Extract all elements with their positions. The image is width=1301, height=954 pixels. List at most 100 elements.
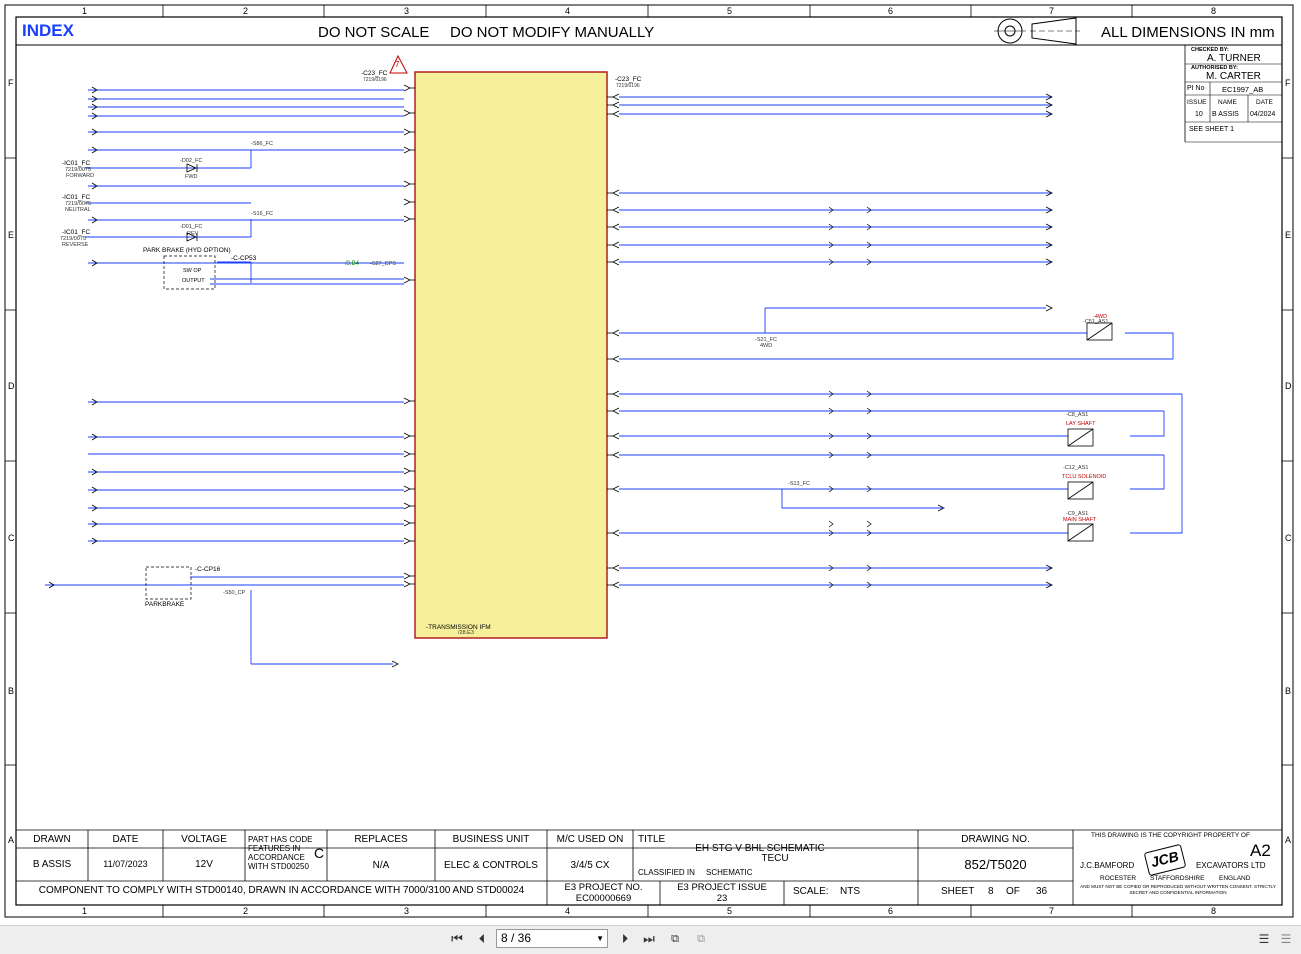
- authorised-by-label: AUTHORISED BY:: [1191, 65, 1238, 71]
- scale-note: DO NOT SCALE: [318, 24, 430, 41]
- zone-row-right-E: E: [1285, 230, 1292, 240]
- scale-label: SCALE:: [793, 886, 829, 897]
- last-page-icon[interactable]: ⏭: [643, 931, 655, 946]
- replaces-value: N/A: [372, 860, 390, 871]
- zone-col-top-5: 5: [727, 6, 733, 16]
- c51-as1-label: -C51_AS1: [1083, 319, 1109, 325]
- zone-col-top-1: 1: [82, 6, 88, 16]
- ic01-label-3: -IC01_FC: [62, 229, 91, 236]
- zone-row-right-B: B: [1285, 686, 1292, 696]
- zone-row-left-D: D: [8, 381, 15, 391]
- name-value: B ASSIS: [1212, 111, 1239, 118]
- c9-as1-label: -C9_AS1: [1066, 511, 1089, 517]
- issue-value: 10: [1195, 111, 1203, 118]
- date-value-tb: 11/07/2023: [103, 859, 148, 869]
- zone-row-right-D: D: [1285, 381, 1292, 391]
- d02-label: -D02_FC: [180, 158, 203, 164]
- index-link[interactable]: INDEX: [22, 21, 74, 40]
- tclu-label: TCLU SOLENOID: [1062, 474, 1107, 480]
- zone-row-left-A: A: [8, 835, 15, 845]
- pi-no: EC1997_AB: [1222, 85, 1264, 94]
- modify-note: DO NOT MODIFY MANUALLY: [450, 24, 655, 41]
- ecu-connector-left: -C23_FC: [361, 70, 388, 77]
- s21-label: -S21_FC: [755, 337, 778, 343]
- copyright-note: THIS DRAWING IS THE COPYRIGHT PROPERTY O…: [1091, 832, 1250, 839]
- title-line2: TECU: [761, 853, 789, 864]
- ic01-label-2: -IC01_FC: [62, 194, 91, 201]
- authorised-by: M. CARTER: [1206, 71, 1261, 82]
- ecu-name: -TRANSMISSION IFM: [426, 624, 491, 631]
- zone-col-top-7: 7: [1049, 6, 1055, 16]
- fit-page-icon[interactable]: ⧉: [671, 933, 679, 945]
- continuous-view-icon[interactable]: ☰: [1280, 932, 1292, 946]
- c-cp53-label: -C-CP53: [231, 255, 257, 262]
- two-page-icon[interactable]: ⧉: [697, 933, 705, 945]
- park-brake-hyd-label: PARK BRAKE (HYD OPTION): [143, 247, 231, 254]
- zone-col-bottom-1: 1: [82, 906, 88, 916]
- fwd-label: FWD: [185, 174, 198, 180]
- schematic-drawing: [4, 4, 1294, 918]
- of-label: OF: [1006, 886, 1020, 897]
- zone-col-bottom-6: 6: [888, 906, 894, 916]
- s27-label: -S27_CPS: [370, 261, 396, 267]
- zone-row-left-B: B: [8, 686, 15, 696]
- scale-value: NTS: [840, 886, 860, 897]
- address-2: STAFFORDSHIRE: [1150, 875, 1205, 882]
- see-sheet: SEE SHEET 1: [1189, 126, 1235, 133]
- warning-number: 7: [395, 60, 400, 69]
- fourwd-label: 4WD: [760, 343, 773, 349]
- zone-row-left-E: E: [8, 230, 15, 240]
- classified-label: CLASSIFIED IN: [638, 868, 695, 877]
- ref-3b4[interactable]: /3.B4: [345, 261, 360, 267]
- lay-shaft-label: LAY SHAFT: [1066, 421, 1096, 427]
- drawn-value: B ASSIS: [32, 859, 72, 870]
- zone-col-bottom-2: 2: [243, 906, 249, 916]
- date-value: 04/2024: [1250, 111, 1276, 118]
- previous-page-icon[interactable]: ⏴: [478, 931, 486, 946]
- single-view-icon[interactable]: ☰: [1258, 932, 1270, 946]
- replaces-label: REPLACES: [354, 834, 408, 845]
- zone-row-left-F: F: [8, 78, 14, 88]
- drawing-no-value: 852/T5020: [964, 857, 1027, 872]
- sheet-value: 8: [988, 886, 994, 897]
- s16-label: -S16_FC: [251, 211, 274, 217]
- parkbrake-label: PARKBRAKE: [145, 601, 185, 608]
- main-shaft-label: MAIN SHAFT: [1063, 517, 1097, 523]
- classified-value: SCHEMATIC: [706, 868, 753, 877]
- chevron-down-icon[interactable]: ▼: [596, 934, 604, 943]
- zone-col-bottom-7: 7: [1049, 906, 1055, 916]
- ecu-connector-left-part: 7219/0196: [363, 77, 387, 83]
- address-1: ROCESTER: [1100, 875, 1137, 882]
- zone-row-left-C: C: [8, 533, 15, 543]
- page-number-text: 8 / 36: [501, 931, 532, 945]
- c-cp16-label: -C-CP16: [195, 566, 221, 573]
- of-value: 36: [1036, 886, 1048, 897]
- c12-as1-label: -C12_AS1: [1063, 465, 1089, 471]
- output-label: OUTPUT: [182, 278, 205, 284]
- zone-col-top-6: 6: [888, 6, 894, 16]
- business-unit-value: ELEC & CONTROLS: [444, 860, 538, 871]
- s50-label: -S50_CP: [223, 590, 246, 596]
- e3-issue-label: E3 PROJECT ISSUE: [677, 882, 767, 893]
- secret-note: AND MUST NOT BE COPIED OR REPRODUCED WIT…: [1080, 884, 1276, 895]
- pi-no-label: PI No: [1187, 85, 1205, 92]
- sw-op-label: SW OP: [183, 268, 202, 274]
- fourwd-top-label: -4WD: [1093, 314, 1108, 320]
- zone-col-bottom-3: 3: [404, 906, 410, 916]
- page-number-field[interactable]: 8 / 36 ▼: [496, 929, 608, 948]
- checked-by: A. TURNER: [1207, 53, 1261, 64]
- s86-label: -S86_FC: [251, 141, 274, 147]
- d01-label: -D01_FC: [180, 224, 203, 230]
- part-1: 7219/0075: [65, 167, 91, 173]
- zone-row-right-C: C: [1285, 533, 1292, 543]
- company-right: EXCAVATORS LTD: [1196, 861, 1266, 870]
- code-letter: C: [314, 845, 325, 861]
- next-page-icon[interactable]: ⏵: [621, 931, 629, 946]
- first-page-icon[interactable]: ⏮: [451, 931, 463, 946]
- zone-row-right-F: F: [1285, 78, 1291, 88]
- zone-col-top-3: 3: [404, 6, 410, 16]
- business-unit-label: BUSINESS UNIT: [452, 834, 530, 845]
- zone-col-top-4: 4: [565, 6, 571, 16]
- part-3: 7219/0075: [60, 236, 86, 242]
- sheet-size: A2: [1250, 841, 1271, 860]
